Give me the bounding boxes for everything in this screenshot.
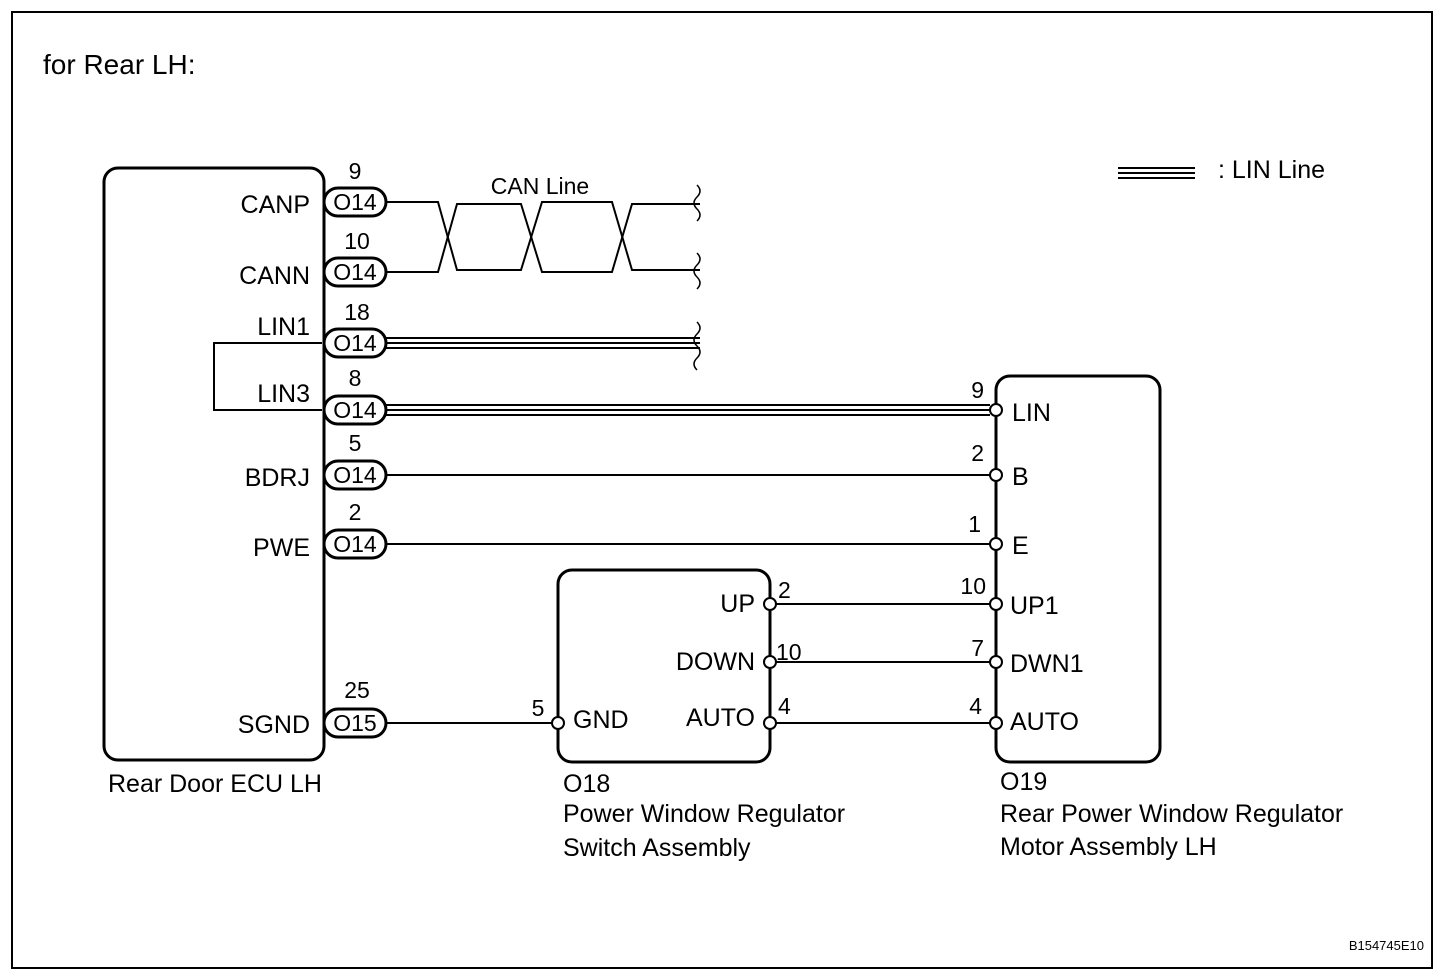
connector-code: O15 — [333, 710, 376, 736]
terminal-dot — [763, 597, 777, 611]
pin-number: 9 — [971, 377, 984, 403]
ecu-terminal-bdrj: BDRJ — [245, 464, 310, 492]
lin3-line — [386, 404, 990, 416]
ecu-terminal-cann: CANN — [239, 262, 310, 290]
pin-number: 4 — [969, 693, 982, 719]
pin-number: 1 — [968, 511, 981, 537]
connector-code: O14 — [333, 397, 377, 423]
switch-terminal-gnd: GND — [573, 706, 629, 734]
motor-name-line2: Motor Assembly LH — [1000, 833, 1217, 861]
legend-text: : LIN Line — [1218, 156, 1325, 184]
terminal-dot — [989, 468, 1003, 482]
lin-line-legend: : LIN Line — [1118, 156, 1325, 184]
terminal-dot — [763, 716, 777, 730]
diagram-frame — [11, 11, 1433, 969]
ecu-box — [102, 166, 326, 762]
wire-break-mark — [693, 184, 701, 222]
can-twisted-pair — [386, 184, 701, 290]
pin-number: 8 — [349, 365, 362, 391]
ecu-terminal-sgnd: SGND — [238, 711, 310, 739]
connector-pill: O14 — [322, 528, 388, 560]
terminal-dot — [989, 655, 1003, 669]
pin-number: 2 — [971, 440, 984, 466]
switch-name-line1: Power Window Regulator — [563, 800, 845, 828]
figure-code: B154745E10 — [1349, 938, 1424, 953]
terminal-dot — [989, 597, 1003, 611]
motor-terminal-auto: AUTO — [1010, 708, 1079, 736]
ecu-name: Rear Door ECU LH — [108, 770, 322, 798]
diagram-title: for Rear LH: — [43, 49, 196, 80]
pin-number: 2 — [778, 577, 791, 603]
connector-pill: O14 — [322, 394, 388, 426]
pin-number: 7 — [971, 635, 984, 661]
terminal-dot — [989, 403, 1003, 417]
connector-pill: O14 — [322, 327, 388, 359]
pin-number: 10 — [776, 639, 802, 665]
motor-name-line1: Rear Power Window Regulator — [1000, 800, 1343, 828]
switch-name-line2: Switch Assembly — [563, 834, 751, 862]
connector-code: O14 — [333, 259, 377, 285]
ecu-terminal-pwe: PWE — [253, 534, 310, 562]
pin-number: 10 — [344, 228, 370, 254]
connector-code: O14 — [333, 330, 377, 356]
ecu-terminal-canp: CANP — [241, 191, 310, 219]
connector-pill: O14 — [322, 459, 388, 491]
terminal-dot — [551, 716, 565, 730]
connector-code: O14 — [333, 189, 377, 215]
switch-terminal-down: DOWN — [676, 648, 755, 676]
motor-box — [994, 374, 1162, 764]
pin-number: 18 — [344, 299, 370, 325]
can-line-label: CAN Line — [491, 173, 589, 199]
ecu-terminal-lin1: LIN1 — [257, 313, 310, 341]
pin-number: 9 — [349, 158, 362, 184]
ecu-terminal-lin3: LIN3 — [257, 380, 310, 408]
connector-pill: O14 — [322, 256, 388, 288]
connector-code: O14 — [333, 531, 377, 557]
motor-code: O19 — [1000, 768, 1047, 796]
terminal-dot — [989, 716, 1003, 730]
motor-terminal-lin: LIN — [1012, 399, 1051, 427]
lin1-line — [386, 321, 701, 371]
pin-number: 10 — [960, 573, 986, 599]
connector-code: O14 — [333, 462, 377, 488]
switch-terminal-up: UP — [720, 590, 755, 618]
ecu-internal-bridge — [213, 342, 322, 411]
terminal-dot — [763, 655, 777, 669]
terminal-dot — [989, 537, 1003, 551]
wire-break-mark — [693, 321, 701, 371]
pin-number: 5 — [349, 430, 362, 456]
connector-pill: O15 — [322, 707, 388, 739]
switch-code: O18 — [563, 770, 610, 798]
pin-number: 4 — [778, 693, 791, 719]
switch-terminal-auto: AUTO — [686, 704, 755, 732]
pin-number: 2 — [349, 499, 362, 525]
motor-terminal-e: E — [1012, 532, 1029, 560]
motor-terminal-up1: UP1 — [1010, 592, 1059, 620]
motor-terminal-b: B — [1012, 463, 1029, 491]
motor-terminal-dwn1: DWN1 — [1010, 650, 1084, 678]
pin-number: 5 — [532, 695, 545, 721]
wire-break-mark — [693, 252, 701, 290]
pin-number: 25 — [344, 677, 370, 703]
connector-pill: O14 — [322, 186, 388, 218]
